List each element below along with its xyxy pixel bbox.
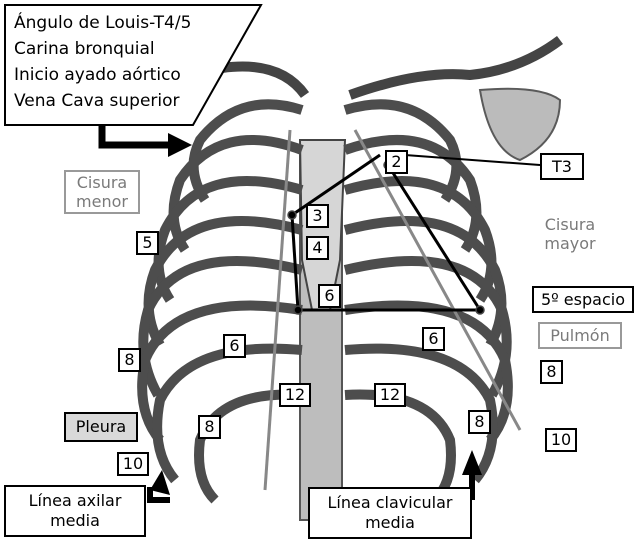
rib-number-6-left: 6 [223,334,246,358]
label-5th-space: 5º espacio [532,286,634,313]
rib-number-6-center: 6 [318,284,341,308]
rib-number-2: 2 [385,150,408,174]
rib-number-6-right: 6 [422,327,445,351]
rib-number-8-lower-left: 8 [198,415,221,439]
rib-number-10-left: 10 [117,452,149,476]
rib-number-8-left: 8 [118,348,141,372]
label-linea-clavicular-media: Línea clavicular media [308,487,472,539]
label-t3: T3 [540,153,584,180]
rib-number-5: 5 [136,231,159,255]
title-text: Ángulo de Louis-T4/5 Carina bronquial In… [14,10,191,114]
label-cisura-menor: Cisura menor [64,170,140,214]
label-cisura-mayor: Cisura mayor [533,210,607,258]
rib-number-12-right: 12 [374,383,406,407]
label-pulmon: Pulmón [538,322,622,349]
rib-number-4: 4 [306,236,329,260]
rib-number-10-right: 10 [545,428,577,452]
label-linea-axilar-media: Línea axilar media [4,485,146,537]
rib-number-3: 3 [306,204,329,228]
rib-number-8-lower-right: 8 [468,410,491,434]
label-pleura: Pleura [64,412,138,442]
scapula [480,89,560,160]
rib-number-12-left: 12 [279,383,311,407]
clavicle-right [350,40,560,95]
title-callout: Ángulo de Louis-T4/5 Carina bronquial In… [4,4,262,124]
rib-number-8-right: 8 [540,360,563,384]
